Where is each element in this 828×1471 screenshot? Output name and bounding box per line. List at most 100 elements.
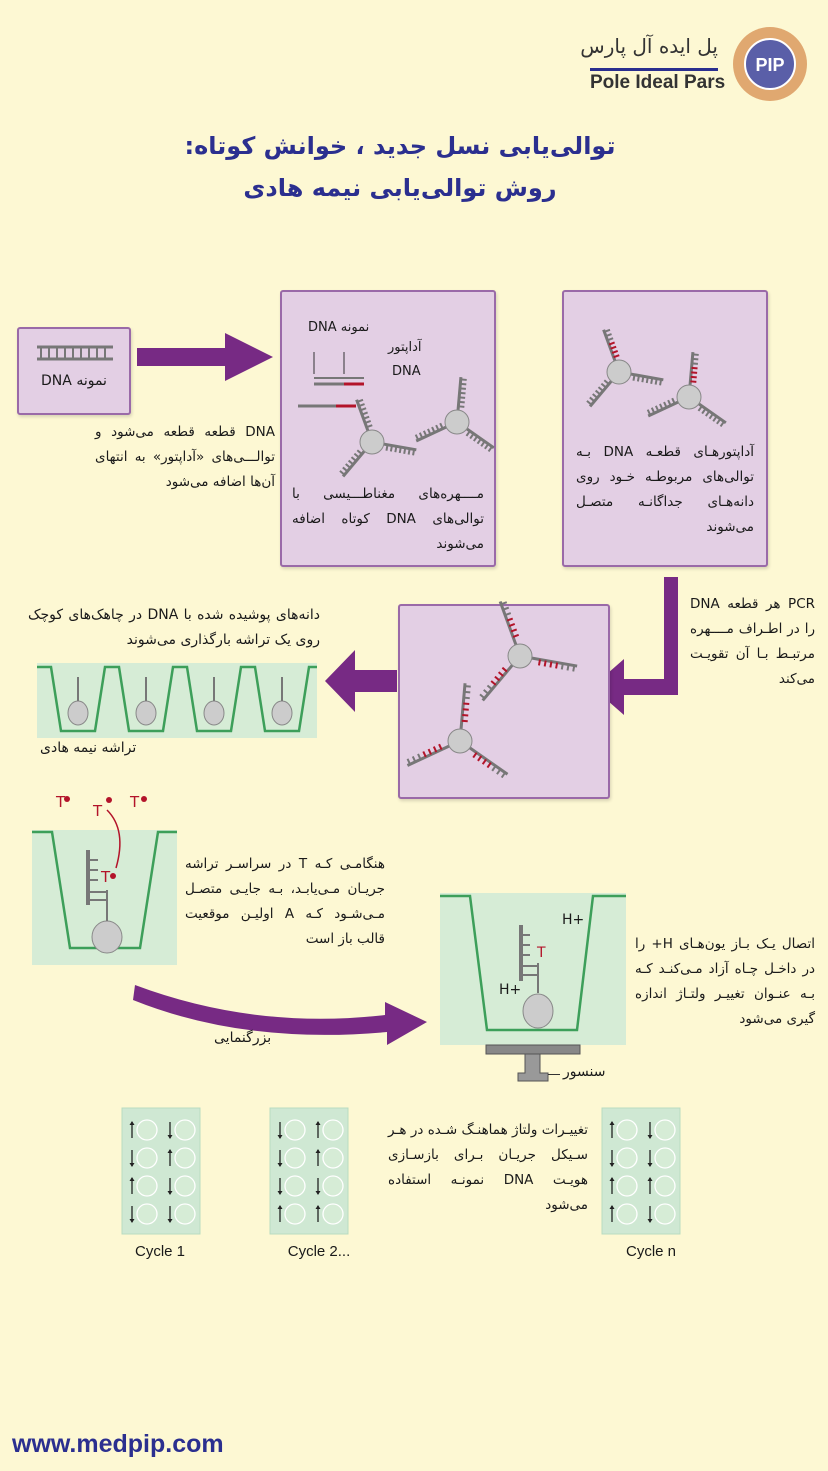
voltage-arrow-down [277, 1178, 283, 1195]
voltage-arrow-up [315, 1149, 321, 1166]
sensor-plate [485, 1044, 581, 1055]
zoom-label: بزرگنمایی [214, 1030, 272, 1046]
voltage-arrow-up [609, 1205, 615, 1222]
bead-cluster [586, 328, 727, 428]
voltage-arrow-down [315, 1178, 321, 1195]
cycle-label-1: Cycle 1 [134, 1243, 186, 1260]
well-circle [654, 1175, 676, 1197]
bead-cluster [406, 600, 578, 779]
well-circle [322, 1203, 344, 1225]
voltage-arrow-up [315, 1205, 321, 1222]
well-circle [174, 1147, 196, 1169]
voltage-grid [121, 1107, 201, 1235]
arrow-right-1 [137, 333, 273, 381]
voltage-arrow-up [647, 1177, 653, 1194]
zoom-arrow [133, 985, 427, 1045]
well-circle [616, 1175, 638, 1197]
bead [646, 352, 727, 428]
page-title-line2: روش توالی‌یابی نیمه هادی [243, 174, 557, 202]
bead-binding-box: آداپتورهـای قطعـه DNA بـه توالی‌های مربو… [562, 290, 768, 567]
nucleotide-t: T [93, 802, 103, 820]
well-circle [284, 1203, 306, 1225]
voltage-arrow-down [167, 1122, 173, 1139]
bead-cluster [339, 377, 495, 478]
bead [586, 328, 664, 408]
arrow-left [325, 650, 397, 712]
voltage-grid [601, 1107, 681, 1235]
well-circle [136, 1175, 158, 1197]
voltage-grid [269, 1107, 349, 1235]
step6-caption: هنگامـی کـه T در سراسـر تراشه جریـان مـی… [185, 856, 385, 947]
voltage-arrow-down [647, 1206, 653, 1223]
voltage-arrow-up [129, 1121, 135, 1138]
nucleotide-t: T [56, 793, 66, 811]
nucleotide-t-incorporated: T [537, 945, 546, 961]
sensor-pointer [548, 1074, 560, 1075]
bead [339, 398, 417, 478]
voltage-arrow-up [167, 1149, 173, 1166]
nucleotide-t: T [130, 793, 140, 811]
label-dna: DNA [392, 364, 421, 379]
bead [406, 683, 509, 779]
chip-label: تراشه نیمه هادی [40, 740, 137, 756]
voltage-arrow-down [277, 1122, 283, 1139]
well-circle [654, 1119, 676, 1141]
voltage-arrow-down [647, 1150, 653, 1167]
sensor-stem [517, 1053, 549, 1082]
well-circle [322, 1119, 344, 1141]
single-well [32, 796, 177, 965]
well-circle [322, 1147, 344, 1169]
footer-url[interactable]: www.medpip.com [12, 1430, 224, 1458]
voltage-arrow-up [609, 1121, 615, 1138]
step8-caption: تغییـرات ولتاژ هماهنـگ شـده در هـر سـیکل… [388, 1122, 588, 1213]
voltage-arrow-up [277, 1205, 283, 1222]
step7-caption: اتصال یـک بـاز یون‌هـای H+ را در داخـل چ… [635, 936, 816, 1027]
bead [479, 600, 578, 702]
sensor-label: سنسور [563, 1064, 606, 1080]
voltage-arrow-down [129, 1150, 135, 1167]
step2-caption: مــــهره‌های مغناطـــیسی با توالی‌های DN… [292, 486, 484, 552]
large-well [440, 893, 626, 1082]
brand-divider [590, 68, 718, 71]
logo: PIP [733, 27, 807, 101]
voltage-arrow-up [129, 1177, 135, 1194]
svg-text:PIP: PIP [755, 55, 784, 75]
voltage-arrow-down [277, 1150, 283, 1167]
pcr-box [398, 600, 610, 799]
brand-name-en: Pole Ideal Pars [590, 72, 726, 93]
well-circle [136, 1203, 158, 1225]
cycle-label-n: Cycle n [625, 1243, 677, 1260]
voltage-arrow-up [315, 1121, 321, 1138]
well-circle [136, 1119, 158, 1141]
well-circle [654, 1203, 676, 1225]
adapter-box: نمونه DNA آداپتور DNA مــــهره‌های مغناط… [280, 290, 496, 567]
voltage-arrow-down [647, 1122, 653, 1139]
bead [414, 377, 495, 453]
voltage-arrow-down [167, 1178, 173, 1195]
voltage-arrow-down [167, 1206, 173, 1223]
page-title-line1: توالی‌یابی نسل جدید ، خوانش کوتاه: [184, 132, 616, 160]
dna-sample-label: نمونه DNA [41, 373, 107, 389]
well-circle [284, 1147, 306, 1169]
well-circle [616, 1119, 638, 1141]
well-circle [174, 1175, 196, 1197]
chip-wells [37, 663, 317, 738]
hydrogen-ion: H+ [499, 982, 522, 998]
well-circle [136, 1147, 158, 1169]
voltage-arrow-down [609, 1150, 615, 1167]
well-circle [284, 1175, 306, 1197]
arrow-down-left [592, 577, 678, 715]
voltage-arrow-down [129, 1206, 135, 1223]
dna-sample-box: نمونه DNA [17, 327, 131, 415]
fragment-diagram [298, 352, 364, 408]
dna-ladder-icon [37, 345, 113, 361]
nucleotide-t-bound: T [101, 868, 111, 886]
step3-caption: آداپتورهـای قطعـه DNA بـه توالی‌های مربو… [576, 444, 754, 535]
well-circle [174, 1203, 196, 1225]
step1-caption: DNA قطعه قطعه می‌شود و توالـــی‌های «آدا… [95, 424, 275, 490]
well-circle [174, 1119, 196, 1141]
well-circle [322, 1175, 344, 1197]
hydrogen-ion: H+ [562, 912, 585, 928]
voltage-arrow-up [609, 1177, 615, 1194]
